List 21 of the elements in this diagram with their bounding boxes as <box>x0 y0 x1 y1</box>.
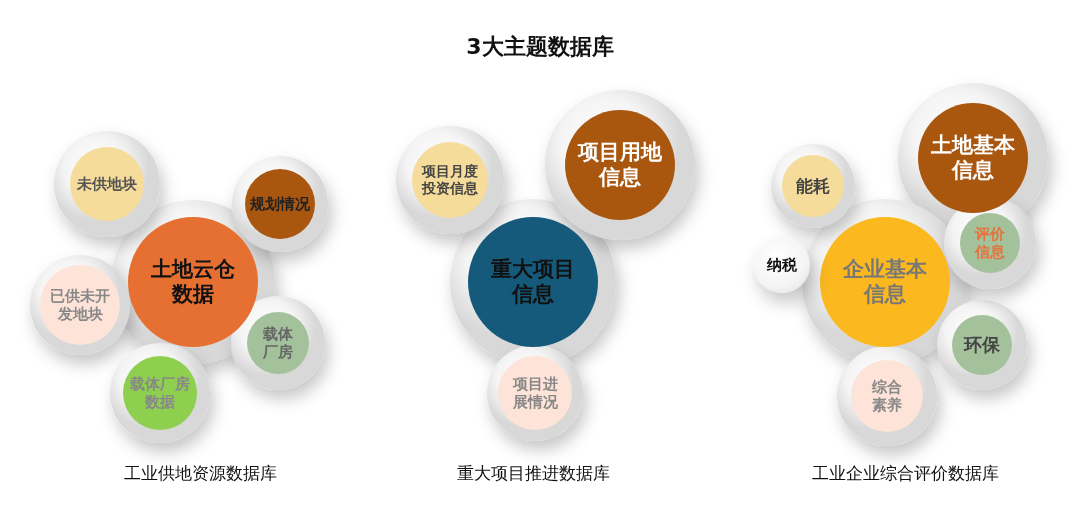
diagram-title: 3大主题数据库 <box>465 33 615 61</box>
node-label: 纳税 <box>766 256 798 274</box>
node-label: 载体厂房数据 <box>129 375 191 411</box>
node-label: 土地云仓数据 <box>150 256 236 308</box>
node-label: 企业基本信息 <box>842 256 928 308</box>
database-caption: 工业供地资源数据库 <box>123 462 277 485</box>
node-label: 项目月度投资信息 <box>420 163 479 197</box>
database-caption: 重大项目推进数据库 <box>456 462 610 485</box>
node-label: 能耗 <box>795 175 831 197</box>
node-label: 未供地块 <box>76 175 138 193</box>
node-label: 综合素养 <box>871 378 903 414</box>
node-label: 项目进展情况 <box>511 375 559 411</box>
node-label: 评价信息 <box>973 225 1006 261</box>
node-label: 土地基本信息 <box>930 132 1016 184</box>
node-label: 项目用地信息 <box>576 139 663 191</box>
node-label: 载体厂房 <box>262 325 294 361</box>
node-label: 规划情况 <box>249 195 311 213</box>
node-label: 重大项目信息 <box>490 256 576 308</box>
database-caption: 工业企业综合评价数据库 <box>811 462 999 485</box>
node-label: 环保 <box>962 334 1001 356</box>
node-label: 已供未开发地块 <box>49 287 111 323</box>
